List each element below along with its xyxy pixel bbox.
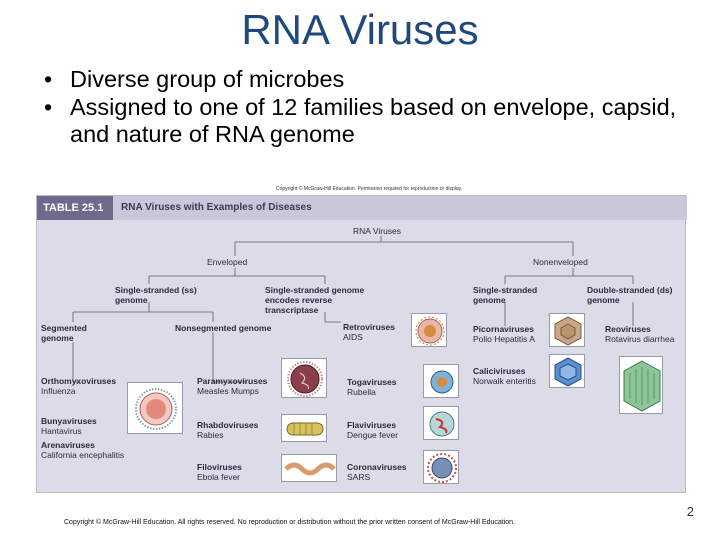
figure-copyright: Copyright © McGraw-Hill Education. Permi… [276, 186, 463, 192]
bullet-item: • Diverse group of microbes [40, 66, 680, 93]
bullet-dot: • [44, 66, 53, 92]
table-title: RNA Viruses with Examples of Diseases [121, 202, 312, 213]
picornavirus-image [549, 313, 585, 347]
calicivirus-image [549, 354, 585, 388]
table-header: TABLE 25.1 RNA Viruses with Examples of … [37, 196, 687, 220]
slide-title: RNA Viruses [241, 6, 479, 53]
label-segmented-genome: Segmented genome [41, 323, 87, 343]
orthomyxovirus-image [127, 382, 183, 434]
retrovirus-image [411, 313, 447, 347]
label-ss-genome: Single-stranded (ss) genome [115, 285, 197, 305]
bullet-item: • Assigned to one of 12 families based o… [40, 94, 680, 148]
coronavirus-image [423, 450, 459, 484]
label-rna-viruses: RNA Viruses [353, 226, 402, 236]
flavivirus-image [423, 406, 459, 440]
copyright-footer: Copyright © McGraw-Hill Education. All r… [64, 519, 516, 526]
page-number: 2 [686, 504, 694, 519]
filovirus-image [281, 454, 337, 482]
rna-virus-table: TABLE 25.1 RNA Viruses with Examples of … [36, 195, 687, 493]
table-number: TABLE 25.1 [37, 196, 113, 220]
togavirus-image [423, 364, 459, 398]
bullet-dot: • [44, 94, 53, 120]
label-nonenveloped: Nonenveloped [533, 257, 588, 267]
bullet-text: Assigned to one of 12 families based on … [70, 94, 677, 147]
bullet-text: Diverse group of microbes [70, 66, 345, 92]
label-nonsegmented-genome: Nonsegmented genome [175, 323, 272, 333]
rhabdovirus-image [281, 414, 327, 442]
label-ss-genome-nonenveloped: Single-stranded genome [473, 285, 538, 305]
paramyxovirus-image [281, 358, 327, 398]
reovirus-image [619, 356, 663, 414]
classification-tree-lines [72, 236, 634, 383]
label-enveloped: Enveloped [207, 257, 248, 267]
label-ds-genome: Double-stranded (ds) genome [587, 285, 673, 305]
bullet-list: • Diverse group of microbes • Assigned t… [40, 66, 680, 149]
label-rt-genome: Single-stranded genome encodes reverse t… [265, 285, 365, 315]
